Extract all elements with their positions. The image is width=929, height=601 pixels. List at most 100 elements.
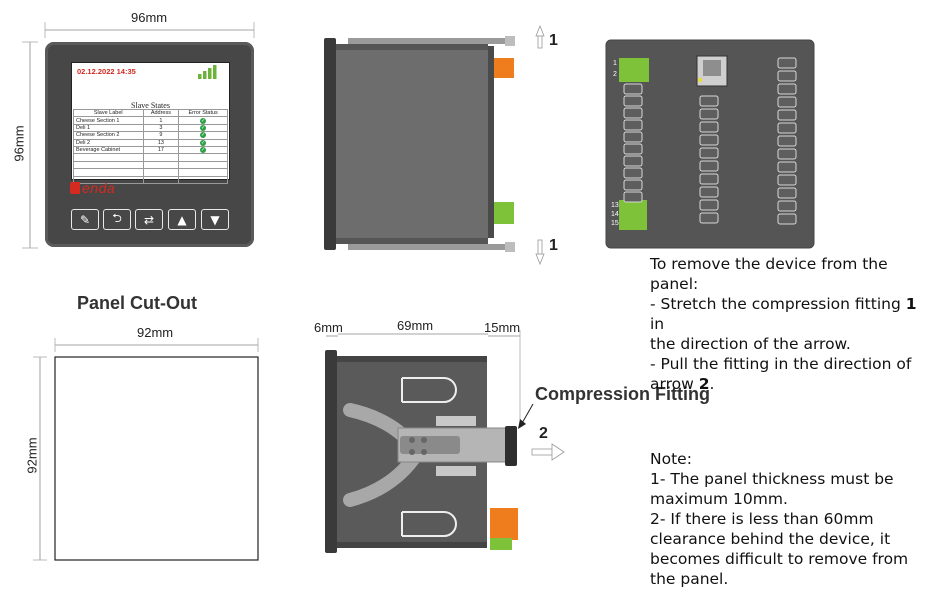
- table-header: Error Status: [178, 108, 228, 118]
- slave-address: 13: [142, 138, 180, 147]
- note-line: 2- If there is less than 60mm: [650, 510, 874, 528]
- status-ok-icon: ✓: [178, 131, 228, 140]
- slave-states-table: Slave Label Address Error Status Cheese …: [73, 108, 228, 184]
- table-row-empty: [73, 160, 228, 170]
- terminal-block: [699, 134, 719, 146]
- side-view: [324, 24, 545, 266]
- note-line: maximum 10mm.: [650, 490, 788, 508]
- table-row-empty: [73, 175, 228, 184]
- table-row: Deli 2 13 ✓: [73, 138, 228, 147]
- terminal-block: [623, 191, 643, 203]
- slave-label: Cheese Section 1: [73, 116, 144, 125]
- terminal-block: [699, 147, 719, 159]
- table-row: Cheese Section 2 9 ✓: [73, 131, 228, 140]
- instr-line: To remove the device from the: [650, 255, 888, 273]
- slave-address: 17: [142, 145, 180, 155]
- terminal-block: [623, 119, 643, 131]
- lcd-screen: 02.12.2022 14:35 Slave States Slave Labe…: [71, 62, 230, 184]
- note-line: clearance behind the device, it: [650, 530, 891, 548]
- terminal-block: [777, 83, 797, 95]
- terminal-block: [699, 108, 719, 120]
- terminal-block: [777, 213, 797, 225]
- instr-text: - Stretch the compression fitting: [650, 295, 906, 313]
- terminal-block: [699, 160, 719, 172]
- terminal-block: [623, 95, 643, 107]
- terminal-block: [623, 167, 643, 179]
- table-row: Beverage Cabinet 17 ✓: [73, 145, 228, 155]
- instr-line: panel:: [650, 275, 699, 293]
- terminal-block: [623, 155, 643, 167]
- triangle-up-icon: ▲: [177, 212, 187, 227]
- compression-fitting-label: Compression Fitting: [535, 384, 710, 404]
- terminal-block: [623, 179, 643, 191]
- brand-e-icon: [70, 182, 80, 194]
- terminal-block: [699, 212, 719, 224]
- dim-15mm-label: 15mm: [484, 320, 521, 335]
- instr-bold: 1: [905, 295, 917, 313]
- table-header-row: Slave Label Address Error Status: [73, 108, 228, 118]
- terminal-block: [699, 121, 719, 133]
- swap-button[interactable]: ⇄: [135, 209, 163, 230]
- note-line: becomes difficult to remove from: [650, 550, 909, 568]
- terminal-block: [777, 109, 797, 121]
- status-ok-icon: ✓: [178, 145, 228, 155]
- terminal-block: [777, 70, 797, 82]
- instr-line: - Pull the fitting in the direction of: [650, 355, 912, 373]
- up-button[interactable]: ▲: [168, 209, 196, 230]
- front-width-dimension-line: [22, 22, 255, 249]
- instr-text: .: [709, 375, 715, 393]
- terminal-block: [623, 83, 643, 95]
- terminal-block: [777, 187, 797, 199]
- terminal-block: [777, 174, 797, 186]
- instr-line: arrow 2.: [650, 374, 925, 394]
- instr-bold: 2: [698, 375, 710, 393]
- terminal-block: [623, 107, 643, 119]
- note-block: Note: 1- The panel thickness must be max…: [650, 449, 925, 589]
- status-ok-icon: ✓: [178, 138, 228, 147]
- panel-cutout-drawing: [33, 338, 259, 561]
- terminal-block: [777, 161, 797, 173]
- dim-6mm-label: 6mm: [314, 320, 343, 335]
- rear-view: [605, 39, 815, 249]
- removal-instructions: To remove the device from the panel: - S…: [650, 254, 925, 394]
- status-ok-icon: ✓: [178, 123, 228, 133]
- terminal-block: [623, 131, 643, 143]
- arrow-1-bottom-label: 1: [549, 237, 558, 254]
- terminal-block: [777, 135, 797, 147]
- cutout-height-label: 92mm: [24, 437, 40, 474]
- note-line: 1- The panel thickness must be: [650, 470, 894, 488]
- table-row-empty: [73, 153, 228, 162]
- down-button[interactable]: ▼: [201, 209, 229, 230]
- edit-button[interactable]: ✎: [71, 209, 99, 230]
- table-row-empty: [73, 168, 228, 177]
- slave-address: 3: [142, 123, 180, 133]
- cross-section-drawing: [325, 330, 565, 553]
- instr-line: - Stretch the compression fitting 1 in: [650, 294, 925, 334]
- rear-terminal-label: 14: [611, 211, 619, 218]
- brand-name: enda: [82, 180, 116, 196]
- terminal-block: [777, 200, 797, 212]
- slave-label: Deli 1: [73, 123, 144, 133]
- instr-text: arrow: [650, 375, 699, 393]
- table-header: Slave Label: [73, 108, 144, 118]
- back-arrow-icon: ⮌: [112, 211, 122, 225]
- front-width-label: 96mm: [131, 10, 168, 25]
- edit-icon: ✎: [79, 212, 91, 227]
- screen-title: Slave States: [131, 101, 170, 110]
- table-row: Cheese Section 1 1 ✓: [73, 116, 228, 125]
- slave-label: Beverage Cabinet: [73, 145, 144, 155]
- cutout-width-label: 92mm: [137, 325, 174, 340]
- back-button[interactable]: ⮌: [103, 209, 131, 230]
- terminal-block: [777, 148, 797, 160]
- terminal-block: [699, 186, 719, 198]
- status-ok-icon: ✓: [178, 116, 228, 125]
- signal-strength-icon: [198, 65, 217, 79]
- terminal-block: [699, 95, 719, 107]
- panel-cutout-title: Panel Cut-Out: [77, 293, 197, 313]
- slave-address: 9: [142, 131, 180, 140]
- slave-address: 1: [142, 116, 180, 125]
- note-line: the panel.: [650, 570, 729, 588]
- note-heading: Note:: [650, 450, 692, 468]
- front-height-label: 96mm: [11, 125, 27, 162]
- triangle-down-icon: ▼: [210, 212, 220, 227]
